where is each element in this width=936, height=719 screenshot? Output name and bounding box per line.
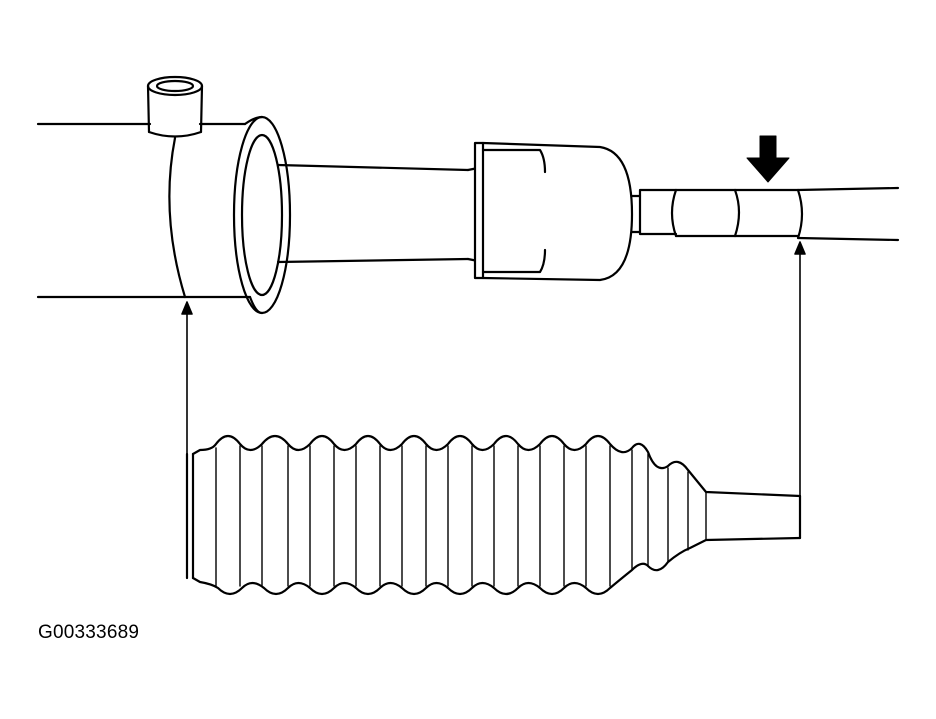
tie-rod [632,188,898,240]
housing-flange [234,117,290,313]
rack-housing [38,124,250,297]
inner-tie-rod-socket [475,143,632,280]
leader-left [182,302,192,578]
breather-fitting [148,77,202,137]
rack-shaft [278,165,478,262]
leader-right [795,242,805,538]
down-arrow-icon [747,136,789,182]
figure-id-label: G00333689 [38,622,140,643]
steering-boot [187,436,800,594]
